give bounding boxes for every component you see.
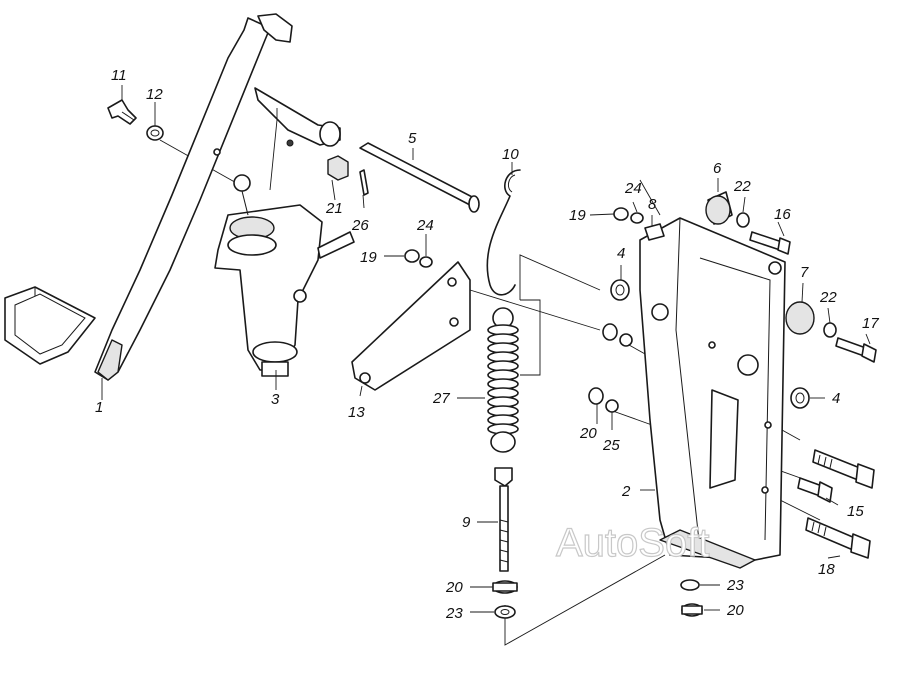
callout-16: 16 — [774, 206, 791, 223]
callout-26: 26 — [351, 217, 369, 234]
callout-19-upper: 19 — [569, 207, 586, 224]
callout-24-left: 24 — [416, 217, 434, 234]
bushing-6 — [705, 191, 733, 225]
spring-hook-10 — [486, 169, 521, 296]
pedal-lever — [4, 13, 293, 381]
spring-27 — [487, 307, 519, 453]
washer-23-left — [494, 605, 516, 619]
callout-2: 2 — [621, 483, 631, 500]
shaft-5 — [254, 87, 480, 213]
callout-4-right: 4 — [832, 390, 840, 407]
callout-4-upper: 4 — [617, 245, 625, 262]
bolt-18 — [805, 517, 871, 559]
bolt-11 — [107, 99, 137, 125]
washer-24-upper — [630, 212, 644, 224]
main-bracket-2 — [639, 217, 786, 569]
bolt-16 — [749, 231, 791, 255]
callout-22-upper: 22 — [733, 178, 751, 195]
pin-8 — [644, 223, 665, 241]
bolt-17 — [835, 337, 877, 363]
callout-labels: 1 2 3 4 4 5 6 7 8 9 10 11 12 13 15 16 17… — [95, 67, 879, 622]
nut-20-left — [492, 580, 518, 594]
callout-22-lower: 22 — [819, 289, 837, 306]
washer-4-upper — [610, 279, 630, 301]
bushing-7 — [785, 301, 815, 335]
nut-washer-pair — [602, 323, 633, 347]
callout-8: 8 — [648, 196, 657, 213]
nut-20-right — [681, 603, 703, 617]
callout-23-right: 23 — [726, 577, 744, 594]
washer-25 — [605, 399, 619, 413]
cotter-pin-26 — [359, 169, 369, 196]
callout-10: 10 — [502, 146, 519, 163]
nut-19-upper — [613, 207, 629, 221]
callout-20-middle: 20 — [579, 425, 597, 442]
callout-7: 7 — [800, 264, 809, 281]
master-cylinder — [214, 174, 355, 377]
callout-17: 17 — [862, 315, 879, 332]
nut-21 — [327, 155, 349, 181]
callout-3: 3 — [271, 391, 280, 408]
washer-12 — [146, 125, 164, 141]
nut-20-middle — [588, 387, 604, 405]
callout-12: 12 — [146, 86, 163, 103]
callout-13: 13 — [348, 404, 365, 421]
callout-15: 15 — [847, 503, 864, 520]
callout-21: 21 — [325, 200, 343, 217]
callout-6: 6 — [713, 160, 722, 177]
callout-leaders — [101, 85, 871, 613]
washer-22-lower — [823, 322, 837, 338]
callout-9: 9 — [462, 514, 471, 531]
callout-18: 18 — [818, 561, 835, 578]
callout-20-right: 20 — [726, 602, 744, 619]
callout-24-upper: 24 — [624, 180, 642, 197]
washer-24-left — [419, 256, 433, 268]
nut-19-left — [404, 249, 420, 263]
callout-20-left: 20 — [445, 579, 463, 596]
callout-19-left: 19 — [360, 249, 377, 266]
callout-1: 1 — [95, 399, 103, 416]
washer-22-upper — [736, 212, 750, 228]
washer-23-right — [680, 579, 700, 591]
bolt-upper-right — [812, 449, 875, 489]
callout-23-left: 23 — [445, 605, 463, 622]
bolt-15 — [797, 477, 833, 503]
washer-4-right — [790, 387, 810, 409]
adjusting-bolt-9 — [494, 467, 513, 572]
callout-27: 27 — [432, 390, 450, 407]
callout-5: 5 — [408, 130, 417, 147]
callout-25: 25 — [602, 437, 620, 454]
bracket-plate-13 — [351, 261, 471, 391]
callout-11: 11 — [111, 67, 127, 84]
watermark: AutoSoft — [556, 521, 709, 565]
